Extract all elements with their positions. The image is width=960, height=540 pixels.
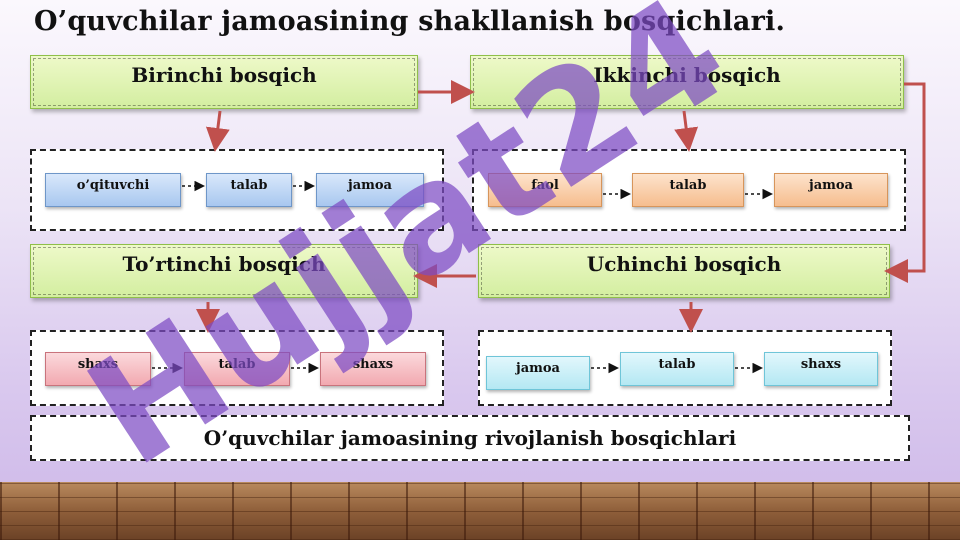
stage-box-second: Ikkinchi bosqich <box>470 55 904 109</box>
flow-second-node-1: faol <box>488 173 602 207</box>
flow-fourth-node-2: talab <box>184 352 290 386</box>
bottom-caption-box: O’quvchilar jamoasining rivojlanish bosq… <box>30 415 910 461</box>
page-title: O’quvchilar jamoasining shakllanish bosq… <box>34 6 786 37</box>
arrow-first-down <box>205 110 230 152</box>
stage-box-third: Uchinchi bosqich <box>478 244 890 298</box>
stage-box-fourth: To’rtinchi bosqich <box>30 244 418 298</box>
flow-first-node-2: talab <box>206 173 292 207</box>
stage-label-second: Ikkinchi bosqich <box>593 63 781 87</box>
stage-label-first: Birinchi bosqich <box>131 63 317 87</box>
stage-label-fourth: To’rtinchi bosqich <box>122 252 326 276</box>
stage-box-first: Birinchi bosqich <box>30 55 418 109</box>
arrow-second-down <box>674 110 699 152</box>
flow-first-node-1: o’qituvchi <box>45 173 181 207</box>
flow-third-node-3: shaxs <box>764 352 878 386</box>
flow-fourth-node-1: shaxs <box>45 352 151 386</box>
bottom-caption: O’quvchilar jamoasining rivojlanish bosq… <box>203 426 737 450</box>
flow-third-node-2: talab <box>620 352 734 386</box>
flow-third-node-1: jamoa <box>486 356 590 390</box>
flow-second-node-3: jamoa <box>774 173 888 207</box>
flow-first-node-3: jamoa <box>316 173 424 207</box>
stage-label-third: Uchinchi bosqich <box>586 252 782 276</box>
wood-floor <box>0 482 960 540</box>
flow-fourth-node-3: shaxs <box>320 352 426 386</box>
flow-second-node-2: talab <box>632 173 744 207</box>
